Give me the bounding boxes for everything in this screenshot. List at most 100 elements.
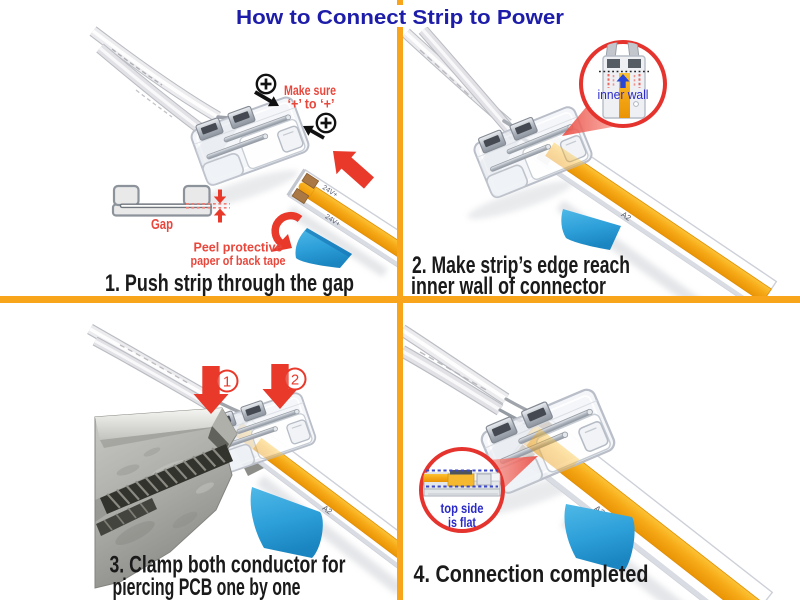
inner-wall-label: inner wall — [598, 87, 649, 102]
step-2-badge-part — [283, 367, 307, 391]
magnifier-circle-icon-group-part — [424, 474, 454, 482]
connector-shadow — [467, 180, 573, 220]
pliers-part — [116, 464, 140, 476]
pliers-group — [103, 502, 149, 531]
backing-tape-edge — [305, 228, 352, 257]
panel-step4: A2 top side — [403, 324, 774, 600]
power-wire — [403, 324, 533, 425]
strip-through-plastic — [526, 428, 580, 477]
gap-diagram-part — [112, 184, 140, 207]
magnifier-circle-icon-group-part — [447, 473, 475, 487]
make-sure-note2: ‘+’ to ‘+’ — [288, 97, 335, 112]
strip-through-plastic — [545, 142, 584, 176]
caption-step2-line1: 2. Make strip’s edge reach — [412, 252, 630, 279]
power-wire — [403, 26, 535, 146]
pliers — [94, 407, 238, 589]
power-wire-part — [98, 46, 207, 135]
pliers-group-part — [134, 480, 150, 497]
panel-step1: 24V+ 24V+ — [89, 26, 397, 296]
magnifier-wedge — [562, 100, 618, 136]
title-backplate — [234, 5, 566, 27]
magnifier-circle-icon-group-part — [607, 59, 620, 68]
strip-through-plastic-part — [526, 428, 580, 477]
magnifier-circle-icon-group-part — [450, 470, 472, 475]
magnifier-circle-icon: inner wall — [579, 40, 667, 128]
gap-arrow-icon — [213, 208, 227, 223]
backing-tape — [564, 504, 635, 571]
panel-step2: A2 — [403, 26, 778, 300]
power-wire-part — [419, 351, 489, 392]
pliers-group-part — [103, 519, 113, 531]
gap-diagram: Gap — [111, 184, 230, 233]
pliers-group-part — [144, 476, 159, 493]
pliers-part — [100, 444, 233, 514]
gap-label: Gap — [151, 217, 173, 233]
led-strip-part — [286, 168, 306, 197]
strip-through-plastic-part — [545, 142, 584, 176]
pliers-group-part — [163, 468, 178, 484]
pliers-nose-tip — [212, 408, 237, 444]
led-strip-part — [288, 192, 397, 296]
connector-shadow — [187, 170, 299, 210]
pliers-group-part — [139, 502, 149, 514]
peel-note-line1: Peel protective — [194, 240, 283, 255]
strip-shadow — [256, 475, 397, 595]
copper-pad — [291, 187, 310, 205]
push-arrow-icon — [333, 151, 374, 189]
pliers-part — [96, 498, 157, 536]
power-wire-part — [135, 89, 173, 118]
magnifier-circle-icon-group-part — [628, 59, 641, 68]
step-1-badge: 1 — [215, 369, 239, 393]
make-sure-note: Make sure — [284, 83, 336, 98]
led-strip: 24V+ 24V+ — [286, 168, 397, 296]
power-wire-part — [119, 344, 189, 384]
backing-tape — [295, 228, 352, 268]
power-wire-part — [91, 29, 219, 119]
pliers-part — [196, 482, 214, 494]
magnifier-circle-icon-group-part — [619, 73, 630, 118]
backing-tape — [561, 209, 621, 250]
copper-pad — [301, 172, 320, 190]
black-arrow-icon — [303, 125, 325, 140]
panel-step3: A2 — [87, 324, 397, 600]
pliers-group-part — [115, 488, 131, 505]
step-2-badge: 2 — [283, 367, 307, 391]
caption-step2-line2: inner wall of connector — [411, 273, 606, 300]
led-strip: A2 — [532, 129, 778, 296]
step-1-badge-part — [215, 369, 239, 393]
flat-label-line1: top side — [441, 501, 484, 516]
strip-through-plastic-part — [252, 437, 292, 472]
pliers-part — [143, 447, 161, 457]
step-1-badge-part: 1 — [223, 374, 231, 391]
pliers-group-part — [125, 484, 140, 501]
peel-arrow-icon — [271, 211, 303, 246]
led-strip-part — [533, 155, 760, 296]
magnifier-circle-icon-group: inner wall — [598, 42, 649, 119]
pliers-part — [95, 408, 230, 440]
pliers-group-part — [106, 493, 121, 509]
strip-shadow — [287, 205, 388, 278]
plus-circle-icon — [255, 73, 277, 95]
pliers-group-part — [192, 455, 207, 472]
power-wire — [87, 324, 244, 415]
led-strip-part — [229, 437, 397, 574]
gap-diagram-part — [182, 184, 211, 207]
magnifier-circle-icon: top side is flat — [419, 447, 505, 533]
magnifier-circle-icon-group-part — [633, 101, 639, 107]
pliers-group-part — [127, 507, 137, 519]
gap-diagram-part — [119, 203, 212, 209]
divider-horizontal — [0, 296, 800, 303]
magnifier-circle-icon-group-part — [476, 473, 492, 486]
pliers-part — [172, 511, 198, 529]
pliers-group-part — [182, 459, 198, 476]
plus-circle-icon — [315, 112, 337, 134]
power-wire-part — [403, 349, 501, 412]
magnifier-circle-icon-group — [423, 469, 501, 497]
backing-tape — [250, 487, 323, 558]
pliers-part — [115, 520, 155, 546]
black-arrow-icon — [254, 90, 279, 107]
power-wire-part — [403, 328, 508, 401]
pliers-group — [106, 447, 226, 509]
